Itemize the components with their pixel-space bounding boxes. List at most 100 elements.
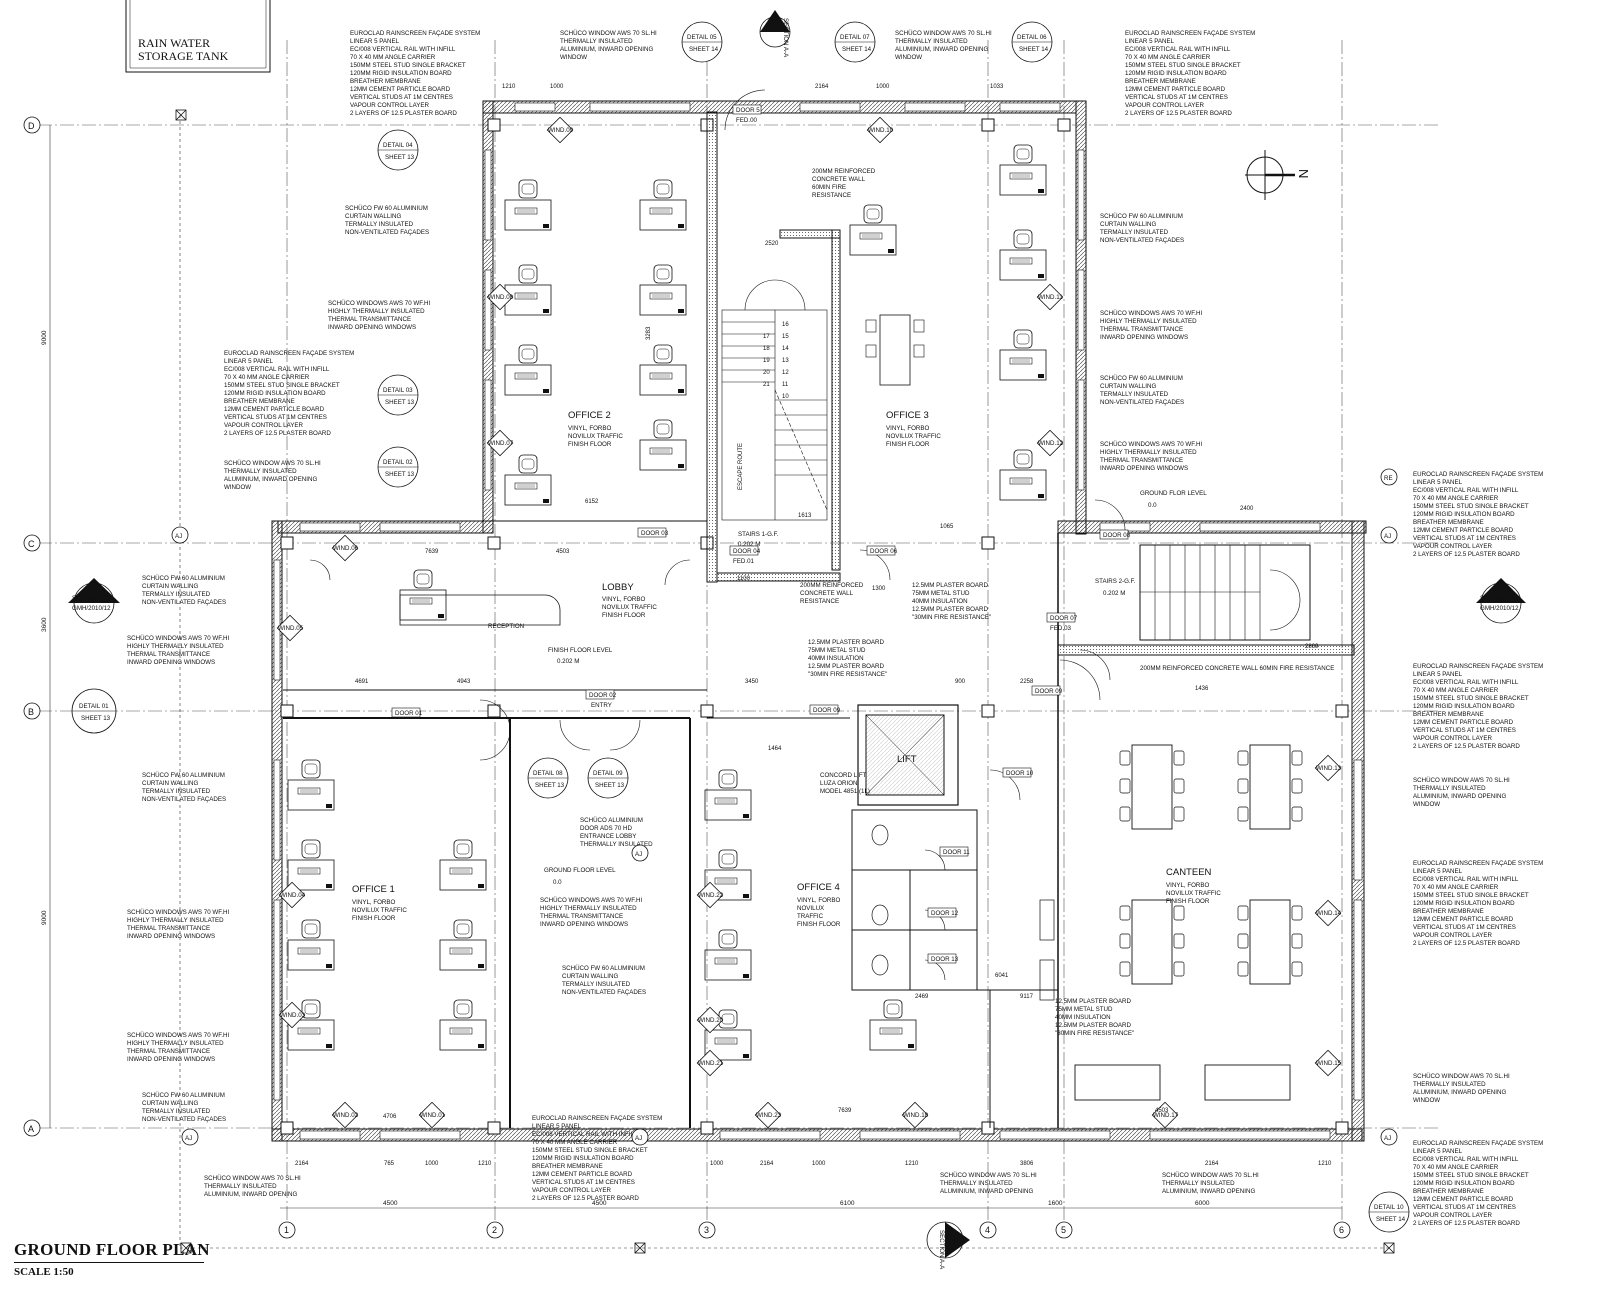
svg-text:WIND.21: WIND.21 <box>698 1060 724 1067</box>
stairs-2 <box>1140 545 1301 640</box>
svg-text:150MM STEEL STUD SINGLE BRACKE: 150MM STEEL STUD SINGLE BRACKET <box>224 382 340 389</box>
svg-text:DETAIL 06: DETAIL 06 <box>1017 34 1047 41</box>
label-stairs-2: STAIRS 2-G.F. <box>1095 578 1136 585</box>
svg-text:THERMALLY INSULATED: THERMALLY INSULATED <box>1162 1180 1235 1187</box>
office-3-desks <box>849 144 1047 501</box>
svg-text:"30MIN FIRE RESISTANCE": "30MIN FIRE RESISTANCE" <box>808 671 887 678</box>
grid-col-2: 2 <box>492 1225 497 1235</box>
svg-text:12MM CEMENT PARTICLE BOARD: 12MM CEMENT PARTICLE BOARD <box>1125 86 1226 93</box>
svg-text:THERMAL TRANSMITTANCE: THERMAL TRANSMITTANCE <box>1100 326 1183 333</box>
svg-text:ALUMINIUM, INWARD OPENING: ALUMINIUM, INWARD OPENING <box>940 1188 1033 1195</box>
svg-text:SCHÜCO WINDOW AWS 70 SL.HI: SCHÜCO WINDOW AWS 70 SL.HI <box>895 30 992 37</box>
svg-text:3806: 3806 <box>1020 1161 1034 1167</box>
svg-text:2520: 2520 <box>765 241 779 247</box>
svg-text:CONCORD LIFT: CONCORD LIFT <box>820 772 867 779</box>
svg-text:12.5MM PLASTER BOARD: 12.5MM PLASTER BOARD <box>808 639 885 646</box>
svg-text:EC/008 VERTICAL RAIL WITH INFI: EC/008 VERTICAL RAIL WITH INFILL <box>1413 876 1519 883</box>
overall-dimension-lines <box>49 115 1390 1249</box>
grid-col-6: 6 <box>1339 1225 1344 1235</box>
svg-text:1613: 1613 <box>798 513 812 519</box>
svg-text:BREATHER MEMBRANE: BREATHER MEMBRANE <box>1413 519 1484 526</box>
svg-text:VERTICAL STUDS AT 1M CENTRES: VERTICAL STUDS AT 1M CENTRES <box>224 414 327 421</box>
svg-text:THERMALLY INSULATED: THERMALLY INSULATED <box>1413 785 1486 792</box>
note-plaster-lobby: 12.5MM PLASTER BOARD 75MM METAL STUD 40M… <box>912 582 991 621</box>
svg-text:VERTICAL STUDS AT 1M CENTRES: VERTICAL STUDS AT 1M CENTRES <box>1413 727 1516 734</box>
svg-text:CONCRETE WALL: CONCRETE WALL <box>812 176 866 183</box>
svg-text:12.5MM PLASTER BOARD: 12.5MM PLASTER BOARD <box>912 582 989 589</box>
svg-text:1300: 1300 <box>872 586 886 592</box>
svg-text:200MM REINFORCED: 200MM REINFORCED <box>812 168 876 175</box>
svg-text:FED.00: FED.00 <box>736 117 758 124</box>
svg-text:6152: 6152 <box>585 499 599 505</box>
note-plaster-canteen: 12.5MM PLASTER BOARD 75MM METAL STUD 40M… <box>1055 998 1134 1037</box>
note-window-top-1: SCHÜCO WINDOW AWS 70 SL.HI THERMALLY INS… <box>560 30 657 61</box>
svg-text:VERTICAL STUDS AT 1M CENTRES: VERTICAL STUDS AT 1M CENTRES <box>1125 94 1228 101</box>
svg-text:2 LAYERS OF 12.5 PLASTER BOARD: 2 LAYERS OF 12.5 PLASTER BOARD <box>1413 1220 1520 1227</box>
svg-text:120MM RIGID INSULATION BOARD: 120MM RIGID INSULATION BOARD <box>1413 900 1515 907</box>
svg-text:SCHÜCO WINDOWS AWS 70 WF.HI: SCHÜCO WINDOWS AWS 70 WF.HI <box>328 300 430 307</box>
dim-vertical-9117: 3283 <box>646 326 652 340</box>
svg-text:150MM STEEL STUD SINGLE BRACKE: 150MM STEEL STUD SINGLE BRACKET <box>532 1147 648 1154</box>
svg-text:DETAIL 09: DETAIL 09 <box>593 770 623 777</box>
tank-label-line1: RAIN WATER <box>138 36 210 50</box>
note-rc-wall-lobby: 200MM REINFORCED CONCRETE WALL RESISTANC… <box>800 582 864 605</box>
svg-text:WIND.12: WIND.12 <box>1038 440 1064 447</box>
svg-text:VAPOUR CONTROL LAYER: VAPOUR CONTROL LAYER <box>1125 102 1204 109</box>
svg-text:2 LAYERS OF 12.5 PLASTER BOARD: 2 LAYERS OF 12.5 PLASTER BOARD <box>350 110 457 117</box>
svg-text:TERMALLY INSULATED: TERMALLY INSULATED <box>1100 391 1169 398</box>
svg-text:DOOR 09: DOOR 09 <box>1035 688 1063 695</box>
svg-text:VAPOUR CONTROL LAYER: VAPOUR CONTROL LAYER <box>350 102 429 109</box>
svg-text:AJ: AJ <box>1384 533 1391 540</box>
label-stairs-2-level: 0.202 M <box>1103 590 1125 597</box>
svg-text:DETAIL 10: DETAIL 10 <box>1374 1204 1404 1211</box>
note-window-office-1: SCHÜCO WINDOWS AWS 70 WF.HI HIGHLY THERM… <box>540 897 642 928</box>
svg-text:DETAIL 04: DETAIL 04 <box>383 142 413 149</box>
svg-text:DETAIL 01: DETAIL 01 <box>79 703 109 710</box>
room-office-3-finish-3: FINISH FLOOR <box>886 441 930 448</box>
svg-text:DOOR 10: DOOR 10 <box>1006 770 1034 777</box>
room-office-4-finish-2: NOVILUX <box>797 905 824 912</box>
svg-text:CURTAIN WALLING: CURTAIN WALLING <box>562 973 618 980</box>
svg-text:13: 13 <box>782 358 789 364</box>
note-rainscreen-bottom: EUROCLAD RAINSCREEN FAÇADE SYSTEM LINEAR… <box>532 1115 662 1202</box>
svg-text:THERMALLY INSULATED: THERMALLY INSULATED <box>580 841 653 848</box>
note-window-left-5: SCHÜCO WINDOWS AWS 70 WF.HI HIGHLY THERM… <box>127 1032 229 1063</box>
label-finish-floor-value: 0.202 M <box>557 658 579 665</box>
door-tags <box>391 104 1129 964</box>
svg-text:VERTICAL STUDS AT 1M CENTRES: VERTICAL STUDS AT 1M CENTRES <box>1413 1204 1516 1211</box>
svg-text:WIND.13: WIND.13 <box>1316 765 1342 772</box>
room-office-4-finish-4: FINISH FLOOR <box>797 921 841 928</box>
svg-text:2164: 2164 <box>760 1161 774 1167</box>
note-rc-wall-core: 200MM REINFORCED CONCRETE WALL 60MIN FIR… <box>812 168 876 199</box>
room-office-3: OFFICE 3 <box>886 410 929 421</box>
svg-text:ENTRY: ENTRY <box>591 702 612 709</box>
svg-text:150MM STEEL STUD SINGLE BRACKE: 150MM STEEL STUD SINGLE BRACKET <box>1125 62 1241 69</box>
label-reception: RECEPTION <box>488 623 524 630</box>
svg-text:WINDOW: WINDOW <box>895 54 922 61</box>
svg-text:2 LAYERS OF 12.5 PLASTER BOARD: 2 LAYERS OF 12.5 PLASTER BOARD <box>224 430 331 437</box>
svg-text:4706: 4706 <box>383 1114 397 1120</box>
svg-text:WIND.01: WIND.01 <box>420 1112 446 1119</box>
svg-text:SCHÜCO WINDOW AWS 70 SL.HI: SCHÜCO WINDOW AWS 70 SL.HI <box>1413 777 1510 784</box>
svg-text:THERMALLY INSULATED: THERMALLY INSULATED <box>895 38 968 45</box>
label-ground-floor-level: GROUND FLOOR LEVEL <box>544 867 616 874</box>
svg-text:1000: 1000 <box>550 84 564 90</box>
svg-text:CONCRETE WALL: CONCRETE WALL <box>800 590 854 597</box>
svg-text:12MM CEMENT PARTICLE BOARD: 12MM CEMENT PARTICLE BOARD <box>532 1171 633 1178</box>
svg-text:DETAIL 08: DETAIL 08 <box>533 770 563 777</box>
svg-text:12.5MM PLASTER BOARD: 12.5MM PLASTER BOARD <box>912 606 989 613</box>
svg-text:EC/008 VERTICAL RAIL WITH INFI: EC/008 VERTICAL RAIL WITH INFILL <box>1413 487 1519 494</box>
label-finish-floor-level: FINISH FLOOR LEVEL <box>548 647 613 654</box>
svg-text:12: 12 <box>782 370 789 376</box>
svg-text:SHEET 13: SHEET 13 <box>595 782 625 789</box>
svg-text:NON-VENTILATED FAÇADES: NON-VENTILATED FAÇADES <box>562 989 646 996</box>
svg-text:1033: 1033 <box>990 84 1004 90</box>
note-curtain-left-2: SCHÜCO FW 60 ALUMINIUM CURTAIN WALLING T… <box>142 575 226 606</box>
title-block: GROUND FLOOR PLAN SCALE 1:50 <box>14 1240 210 1278</box>
aj-markers <box>171 468 1398 1146</box>
room-office-3-finish-2: NOVILUX TRAFFIC <box>886 433 941 440</box>
dim-height-top: 9000 <box>41 330 48 345</box>
svg-text:THERMAL TRANSMITTANCE: THERMAL TRANSMITTANCE <box>328 316 411 323</box>
